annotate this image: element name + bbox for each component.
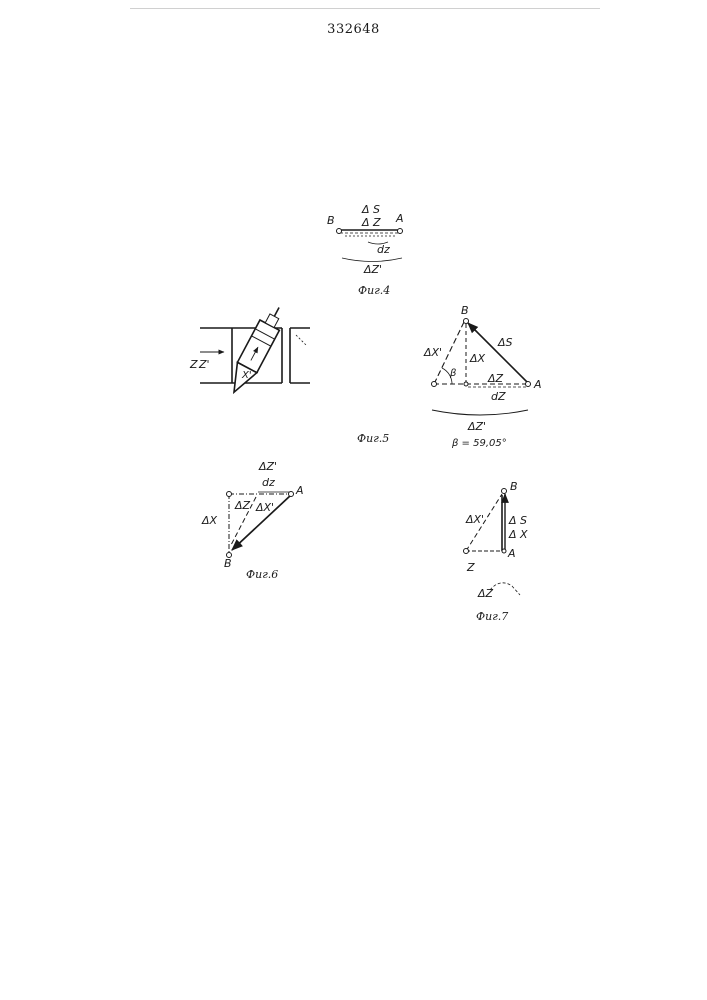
fig4-label-a: A [395,212,404,225]
figure-4: B A Δ S Δ Z dz ΔZ' Фиг.4 [327,203,404,297]
fig7-label-delta-x: Δ X [508,528,528,541]
fig7-label-delta-x-prime: ΔX' [465,513,484,526]
fig7-label-delta-s: Δ S [508,514,527,527]
fig5-label-delta-x: ΔX [469,352,486,365]
fig4-label-delta-s: Δ S [361,203,380,216]
fig6-point-a [289,492,294,497]
fig7-label-a: A [507,547,516,560]
fig4-label-delta-z: Δ Z [361,216,381,229]
fig5-label-z: Z [189,358,198,371]
fig6-label-delta-x-prime: ΔX' [255,501,274,514]
fig7-label-b: B [510,480,518,493]
fig4-delta-z-prime-brace [342,258,402,262]
fig4-point-a [398,229,403,234]
fig7-delta-z-brace [490,583,520,595]
fig5-label-dz: dZ [491,390,506,403]
figure-6: ΔZ' dz A ΔX ΔZ ΔX' B Фиг.6 [201,460,304,581]
fig4-point-b [337,229,342,234]
fig6-label-delta-x: ΔX [201,514,218,527]
fig5-point-a [526,382,531,387]
fig6-label-delta-z-prime: ΔZ' [258,460,277,473]
fig6-label-b: B [224,557,232,570]
fig7-label-z: Z [466,561,475,574]
fig5-label-z-prime: Z' [198,358,210,371]
fig5-label-delta-z-prime: ΔZ' [467,420,486,433]
figure-5-tool: Z Z' X' [189,302,310,397]
fig5-dash-corner [296,335,306,345]
fig7-point-a [502,549,506,553]
fig6-label-dz: dz [262,476,275,489]
fig7-caption: Фиг.7 [476,610,508,623]
fig4-caption: Фиг.4 [358,284,390,297]
fig7-point-b [502,489,507,494]
fig5-delta-z-prime-brace [432,410,528,415]
fig7-point-left [464,549,469,554]
fig6-label-delta-z: ΔZ [234,499,251,512]
fig4-line-b-a [340,230,400,236]
fig5-point-left [432,382,437,387]
fig4-label-dz: dz [377,243,390,256]
fig5-point-mid [464,382,468,386]
figure-7: B ΔX' Δ S Δ X A Z ΔZ Фиг.7 [464,480,529,623]
fig4-label-delta-z-prime: ΔZ' [363,263,382,276]
fig5-label-delta-x-prime: ΔX' [423,346,442,359]
fig5-label-beta: β [449,368,457,379]
fig5-label-delta-z: ΔZ [487,372,504,385]
fig6-point-top-left [227,492,232,497]
fig6-caption: Фиг.6 [246,568,278,581]
fig5-label-b: B [461,304,469,317]
fig4-label-b: B [327,214,335,227]
fig5-beta-value: β = 59,05° [451,438,507,449]
fig6-label-a: A [295,484,304,497]
fig5-point-b [464,319,469,324]
fig5-label-a: A [533,378,542,391]
fig5-caption: Фиг.5 [357,432,389,445]
fig5-label-delta-s: ΔS [497,336,513,349]
fig5-label-x-prime: X' [241,370,252,381]
fig7-label-delta-z: ΔZ [477,587,494,600]
figure-5: B A ΔX' ΔX ΔS β ΔZ dZ ΔZ' β = 59,05° Фиг… [357,304,542,449]
